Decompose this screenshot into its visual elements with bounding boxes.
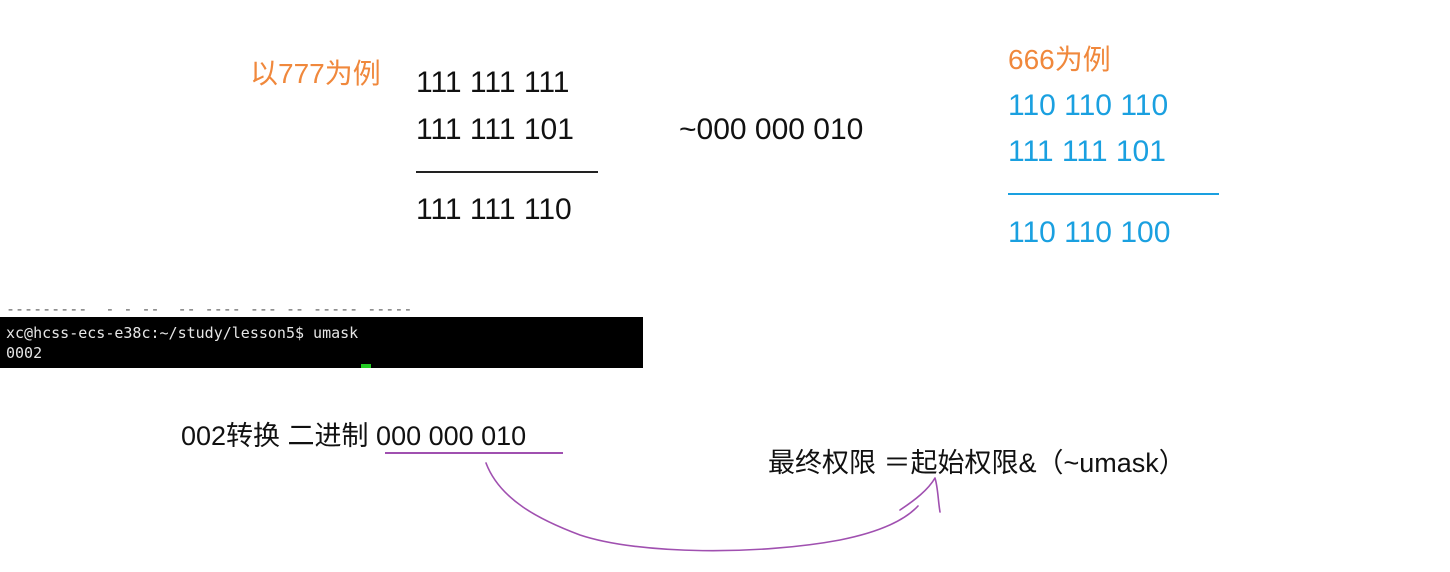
conversion-underline bbox=[385, 452, 563, 454]
example-777-divider bbox=[416, 171, 598, 173]
example-777-row1: 111 111 111 bbox=[416, 66, 570, 99]
example-666-row2: 111 111 101 bbox=[1008, 135, 1166, 168]
terminal-snippet: xc@hcss-ecs-e38c:~/study/lesson5$ umask … bbox=[0, 317, 643, 368]
example-666-divider bbox=[1008, 193, 1219, 195]
conversion-text: 002转换 二进制 000 000 010 bbox=[181, 421, 527, 451]
terminal-cutoff-line: --------- - - -- -- ---- --- -- ----- --… bbox=[6, 307, 413, 317]
terminal-output-line: 0002 bbox=[6, 344, 43, 362]
example-777-label: 以777为例 bbox=[250, 58, 381, 89]
example-666-row1: 110 110 110 bbox=[1008, 89, 1169, 122]
mask-complement: ~000 000 010 bbox=[679, 113, 864, 146]
example-777-row2: 111 111 101 bbox=[416, 113, 574, 146]
example-666-label: 666为例 bbox=[1008, 44, 1111, 75]
example-666-result: 110 110 100 bbox=[1008, 216, 1171, 249]
example-777-result: 111 111 110 bbox=[416, 193, 572, 226]
formula-text: 最终权限 ＝起始权限&（~umask） bbox=[768, 448, 1186, 478]
terminal-prompt-line: xc@hcss-ecs-e38c:~/study/lesson5$ umask bbox=[6, 324, 359, 342]
terminal-cursor bbox=[361, 364, 371, 368]
